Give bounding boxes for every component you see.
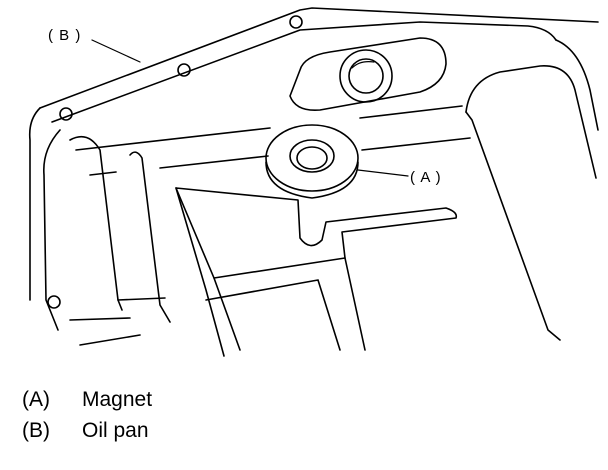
right-channel-inner xyxy=(465,111,561,341)
drain-plug-shade xyxy=(351,61,375,69)
legend: (A) Magnet (B) Oil pan xyxy=(22,388,152,450)
left-rib xyxy=(69,135,171,323)
right-wall xyxy=(555,39,599,131)
diagram-canvas: ( A ) ( B ) xyxy=(28,7,599,357)
drain-plug-outer xyxy=(339,49,393,103)
callout-label-b: ( B ) xyxy=(48,27,81,44)
callout-label-a: ( A ) xyxy=(410,169,442,186)
drain-boss xyxy=(289,37,447,112)
lower-rib-2 xyxy=(205,257,366,351)
bolt-hole xyxy=(47,295,61,309)
magnet-core xyxy=(296,146,328,170)
legend-row-a: (A) Magnet xyxy=(22,388,152,419)
oil-pan-left-wall-inner xyxy=(43,129,61,331)
inner-ridge-top xyxy=(75,105,463,151)
legend-row-b: (B) Oil pan xyxy=(22,419,152,450)
right-channel xyxy=(465,65,597,179)
lower-rib-3 xyxy=(69,317,141,346)
legend-text-a: Magnet xyxy=(82,388,153,411)
oil-pan-left-wall xyxy=(28,107,41,301)
oil-pan-flange-outer xyxy=(39,7,599,109)
oil-pan-diagram: ( A ) ( B ) xyxy=(28,7,599,357)
magnet-ring-side xyxy=(265,161,359,199)
bolt-hole xyxy=(177,63,191,77)
legend-key-b: (B) xyxy=(22,419,50,442)
bolt-hole xyxy=(289,15,303,29)
lower-rib-1 xyxy=(175,187,241,357)
oil-pan-flange-inner xyxy=(51,21,557,123)
callout-leader-b xyxy=(91,39,141,63)
center-rib xyxy=(175,187,458,279)
legend-text-b: Oil pan xyxy=(82,419,149,442)
left-rib-cross xyxy=(117,297,166,301)
callout-leader-a xyxy=(357,169,409,177)
magnet-inner-ring xyxy=(289,139,335,173)
drain-plug-inner xyxy=(348,58,384,94)
bolt-hole xyxy=(59,107,73,121)
legend-key-a: (A) xyxy=(22,388,50,411)
magnet-outer-ring xyxy=(265,124,359,192)
